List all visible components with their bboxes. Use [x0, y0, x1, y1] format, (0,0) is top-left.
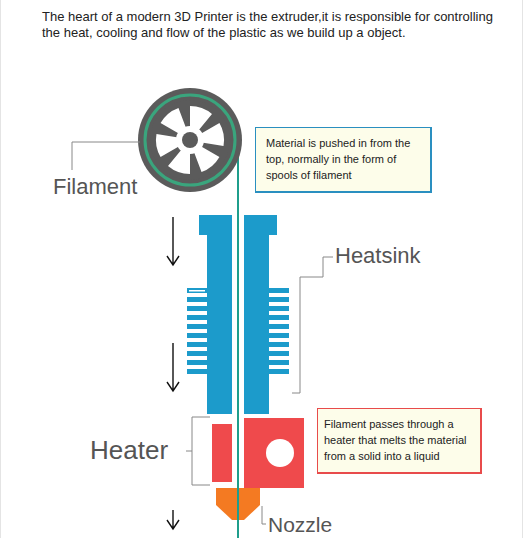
filament-spool: [138, 88, 242, 192]
part-label: Nozzle: [268, 514, 332, 535]
part-label: Filament: [53, 176, 137, 198]
callout-text: Material is pushed in from the top, norm…: [266, 135, 420, 183]
leader-bracket: [186, 417, 210, 485]
intro-text: The heart of a modern 3D Printer is the …: [42, 9, 514, 41]
heatsink-shape: [187, 215, 289, 414]
part-label: Heatsink: [335, 245, 421, 267]
callout-text: Filament passes through a heater that me…: [324, 416, 472, 464]
filament-strand: [237, 140, 239, 538]
page-edge: [0, 0, 1, 538]
part-label: Heater: [90, 437, 168, 463]
filament-strand: [237, 488, 239, 522]
heatsink-fin-gaps: [189, 290, 205, 292]
callout-box: Material is pushed in from the top, norm…: [255, 127, 432, 193]
page-edge: [522, 0, 523, 538]
leader-bracket: [292, 257, 333, 393]
leader-line: [72, 142, 140, 170]
heater-block: [212, 418, 304, 488]
callout-box: Filament passes through a heater that me…: [317, 408, 482, 474]
leader-line: [262, 506, 266, 524]
flow-arrow: [167, 217, 179, 529]
